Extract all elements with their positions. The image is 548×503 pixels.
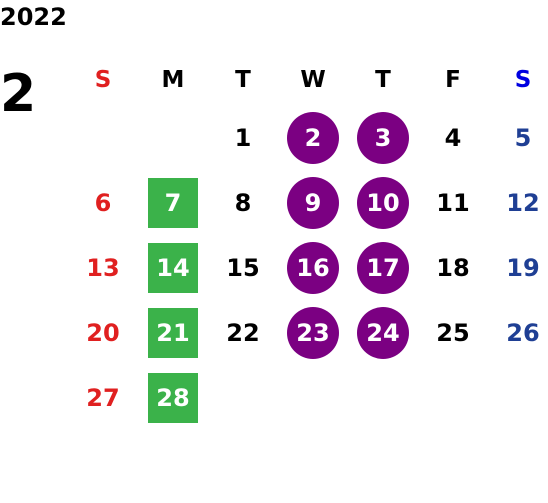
weekday-header-thursday: T bbox=[375, 67, 391, 93]
day-cell-highlighted: 3 bbox=[348, 105, 418, 170]
day-number: 2 bbox=[287, 111, 339, 164]
day-number: 12 bbox=[506, 188, 540, 217]
day-cell: 6 bbox=[68, 170, 138, 235]
day-number: 28 bbox=[148, 372, 198, 423]
day-number: 21 bbox=[148, 307, 198, 358]
weekday-header-sunday: S bbox=[94, 67, 112, 93]
calendar-grid: S M T W T F S 1 2 3 4 5 6 7 8 9 10 11 12… bbox=[68, 55, 548, 430]
day-number: 17 bbox=[357, 241, 409, 294]
day-cell: 5 bbox=[488, 105, 548, 170]
weekday-header-wednesday: W bbox=[300, 67, 326, 93]
day-number: 22 bbox=[226, 318, 260, 347]
day-number: 27 bbox=[86, 383, 120, 412]
day-cell-marked: 21 bbox=[138, 300, 208, 365]
day-cell bbox=[68, 105, 138, 170]
day-cell: 13 bbox=[68, 235, 138, 300]
day-cell-highlighted: 17 bbox=[348, 235, 418, 300]
weekday-header-friday: F bbox=[445, 67, 461, 93]
day-number: 8 bbox=[234, 188, 252, 217]
day-cell-marked: 7 bbox=[138, 170, 208, 235]
day-number: 26 bbox=[506, 318, 540, 347]
day-number: 25 bbox=[436, 318, 470, 347]
day-cell: 20 bbox=[68, 300, 138, 365]
day-number: 19 bbox=[506, 253, 540, 282]
day-cell: 19 bbox=[488, 235, 548, 300]
day-cell: 18 bbox=[418, 235, 488, 300]
day-cell: 22 bbox=[208, 300, 278, 365]
day-cell: 8 bbox=[208, 170, 278, 235]
day-number: 16 bbox=[287, 241, 339, 294]
day-number: 4 bbox=[444, 123, 462, 152]
weekday-header-saturday: S bbox=[514, 67, 532, 93]
calendar-year: 2022 bbox=[0, 3, 67, 31]
day-cell: 12 bbox=[488, 170, 548, 235]
weekday-header-tuesday: T bbox=[235, 67, 251, 93]
day-number: 10 bbox=[357, 176, 409, 229]
day-number: 11 bbox=[436, 188, 470, 217]
day-cell: 25 bbox=[418, 300, 488, 365]
day-number: 1 bbox=[234, 123, 252, 152]
day-number: 15 bbox=[226, 253, 260, 282]
day-cell bbox=[138, 105, 208, 170]
day-number: 7 bbox=[148, 177, 198, 228]
day-number: 24 bbox=[357, 306, 409, 359]
day-number: 5 bbox=[514, 123, 532, 152]
day-number bbox=[77, 112, 129, 164]
day-cell-marked: 14 bbox=[138, 235, 208, 300]
day-number: 3 bbox=[357, 111, 409, 164]
day-number: 9 bbox=[287, 176, 339, 229]
day-cell-highlighted: 16 bbox=[278, 235, 348, 300]
day-cell: 1 bbox=[208, 105, 278, 170]
day-number: 23 bbox=[287, 306, 339, 359]
day-number: 13 bbox=[86, 253, 120, 282]
weekday-header-monday: M bbox=[161, 67, 185, 93]
calendar-month: 2 bbox=[0, 64, 37, 124]
day-cell-highlighted: 2 bbox=[278, 105, 348, 170]
day-number: 18 bbox=[436, 253, 470, 282]
day-cell: 4 bbox=[418, 105, 488, 170]
day-number bbox=[147, 112, 199, 164]
day-cell: 11 bbox=[418, 170, 488, 235]
day-cell-highlighted: 10 bbox=[348, 170, 418, 235]
day-cell-highlighted: 24 bbox=[348, 300, 418, 365]
day-number: 6 bbox=[94, 188, 112, 217]
day-number: 20 bbox=[86, 318, 120, 347]
day-cell: 27 bbox=[68, 365, 138, 430]
day-cell-highlighted: 23 bbox=[278, 300, 348, 365]
day-cell: 15 bbox=[208, 235, 278, 300]
day-cell: 26 bbox=[488, 300, 548, 365]
day-cell-marked: 28 bbox=[138, 365, 208, 430]
day-cell-highlighted: 9 bbox=[278, 170, 348, 235]
day-number: 14 bbox=[148, 242, 198, 293]
